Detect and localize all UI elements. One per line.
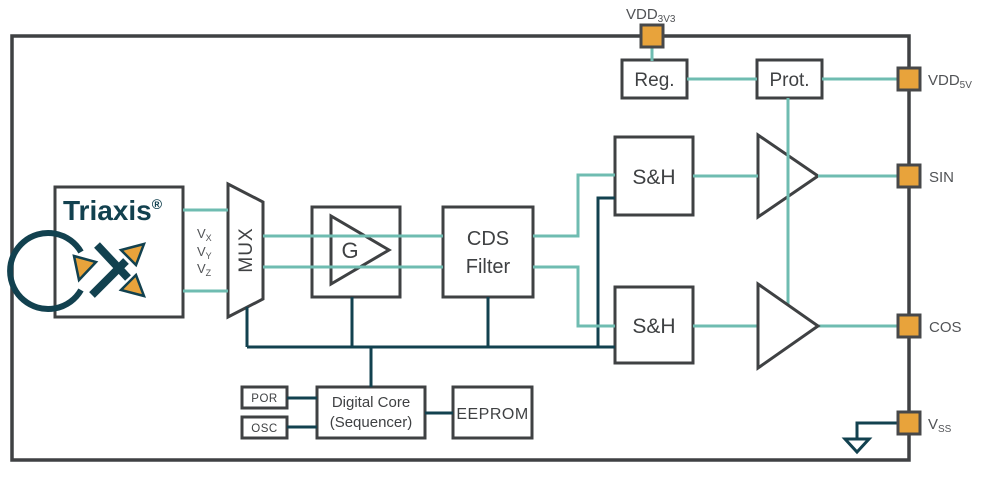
logo-rotation-arrowhead-icon xyxy=(72,254,99,283)
net-vss-to-ground xyxy=(855,421,898,439)
regulator-label: Reg. xyxy=(634,70,674,91)
signal-label-vy: VY xyxy=(197,244,212,261)
chip-boundary xyxy=(10,34,911,462)
cds-label-line1: CDS xyxy=(467,228,509,250)
mux-label: MUX xyxy=(236,227,257,272)
signal-label-vx: VX xyxy=(197,226,212,243)
regulator-box xyxy=(620,58,689,100)
pin-label-vss: VSS xyxy=(928,416,952,435)
pin-label-cos: COS xyxy=(929,319,962,336)
por-label: POR xyxy=(251,393,277,405)
pin-sin xyxy=(896,163,922,189)
triaxis-brand-text: Triaxis® xyxy=(63,195,163,226)
pin-vdd5v xyxy=(896,66,922,92)
sample-hold-top-label: S&H xyxy=(632,166,675,189)
logo-axis-bar-se xyxy=(94,242,131,281)
net-bus-to-sample-hold-top xyxy=(596,196,615,347)
output-amplifier-cos-triangle xyxy=(756,281,821,371)
eeprom-box xyxy=(451,385,534,440)
net-cds-to-sample-hold-top xyxy=(533,173,615,238)
gain-label: G xyxy=(341,238,358,263)
eeprom-label: EEPROM xyxy=(456,406,528,423)
pin-vdd3v3 xyxy=(639,23,665,49)
logo-arrowhead-se-icon xyxy=(118,272,147,298)
pin-label-sin: SIN xyxy=(929,169,954,186)
triaxis-rotation-logo-icon xyxy=(7,230,147,312)
cds-filter-box xyxy=(441,205,535,299)
pin-vss xyxy=(896,410,922,436)
pin-label-vdd5v: VDD5V xyxy=(928,72,972,91)
digital-core-box xyxy=(315,385,427,440)
logo-arrowhead-ne-icon xyxy=(118,242,147,268)
signal-label-vz: VZ xyxy=(197,261,212,278)
pin-label-vdd3v3: VDD3V3 xyxy=(626,6,676,25)
logo-circle-arc xyxy=(7,230,84,312)
protection-label: Prot. xyxy=(769,70,809,91)
digital-core-label-line1: Digital Core xyxy=(332,394,410,411)
triaxis-sensor-box xyxy=(53,185,185,319)
cds-label-line2: Filter xyxy=(466,256,511,278)
sample-hold-bottom-box xyxy=(613,285,695,365)
ground-icon xyxy=(841,437,873,455)
net-cds-to-sample-hold-bottom xyxy=(533,265,615,328)
pin-cos xyxy=(896,313,922,339)
digital-core-label-line2: (Sequencer) xyxy=(330,414,413,431)
mux-trapezoid xyxy=(226,181,265,320)
sample-hold-bottom-label: S&H xyxy=(632,315,675,338)
osc-label: OSC xyxy=(251,423,277,435)
